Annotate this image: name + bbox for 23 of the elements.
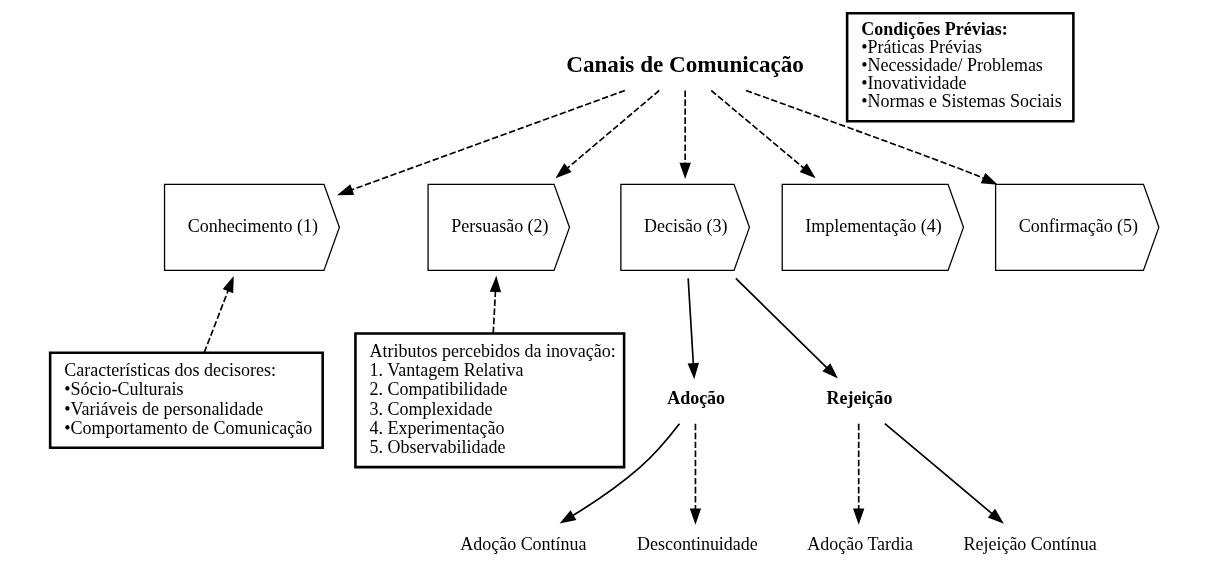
node-text: Descontinuidade	[636, 534, 758, 555]
arrow	[744, 89, 998, 185]
arrow	[689, 423, 701, 525]
arrow	[709, 89, 816, 179]
node-box: Características dos decisores: •Sócio-Culturais •Variáveis de personalidade •Comportamento de Comunicação	[48, 351, 324, 450]
node-text: Rejeição	[826, 387, 892, 408]
node-text: Adoção	[666, 387, 725, 408]
node-box: Atributos percebidos da inovação: 1. Vantagem Relativa 2. Compatibilidade 3. Complexidade 4. Experimentação 5. Observabilidade	[353, 332, 625, 469]
arrow	[203, 276, 234, 354]
arrow	[336, 89, 626, 196]
arrow	[883, 422, 1004, 524]
node-text: Rejeição Contínua	[962, 534, 1097, 555]
node-box: Condições Prévias: •Práticas Prévias •Necessidade/ Problemas •Inovatividade •Normas e Sistemas Sociais	[845, 12, 1075, 123]
arrow	[559, 422, 680, 524]
arrow	[555, 89, 660, 179]
arrow	[734, 277, 838, 379]
node-text: Adoção Tardia	[806, 534, 913, 555]
arrow	[489, 275, 501, 334]
arrow	[679, 89, 691, 180]
arrow	[686, 277, 699, 380]
node-text: Adoção Contínua	[459, 534, 587, 555]
node-text: Canais de Comunicação	[565, 50, 804, 77]
arrow	[852, 423, 864, 525]
